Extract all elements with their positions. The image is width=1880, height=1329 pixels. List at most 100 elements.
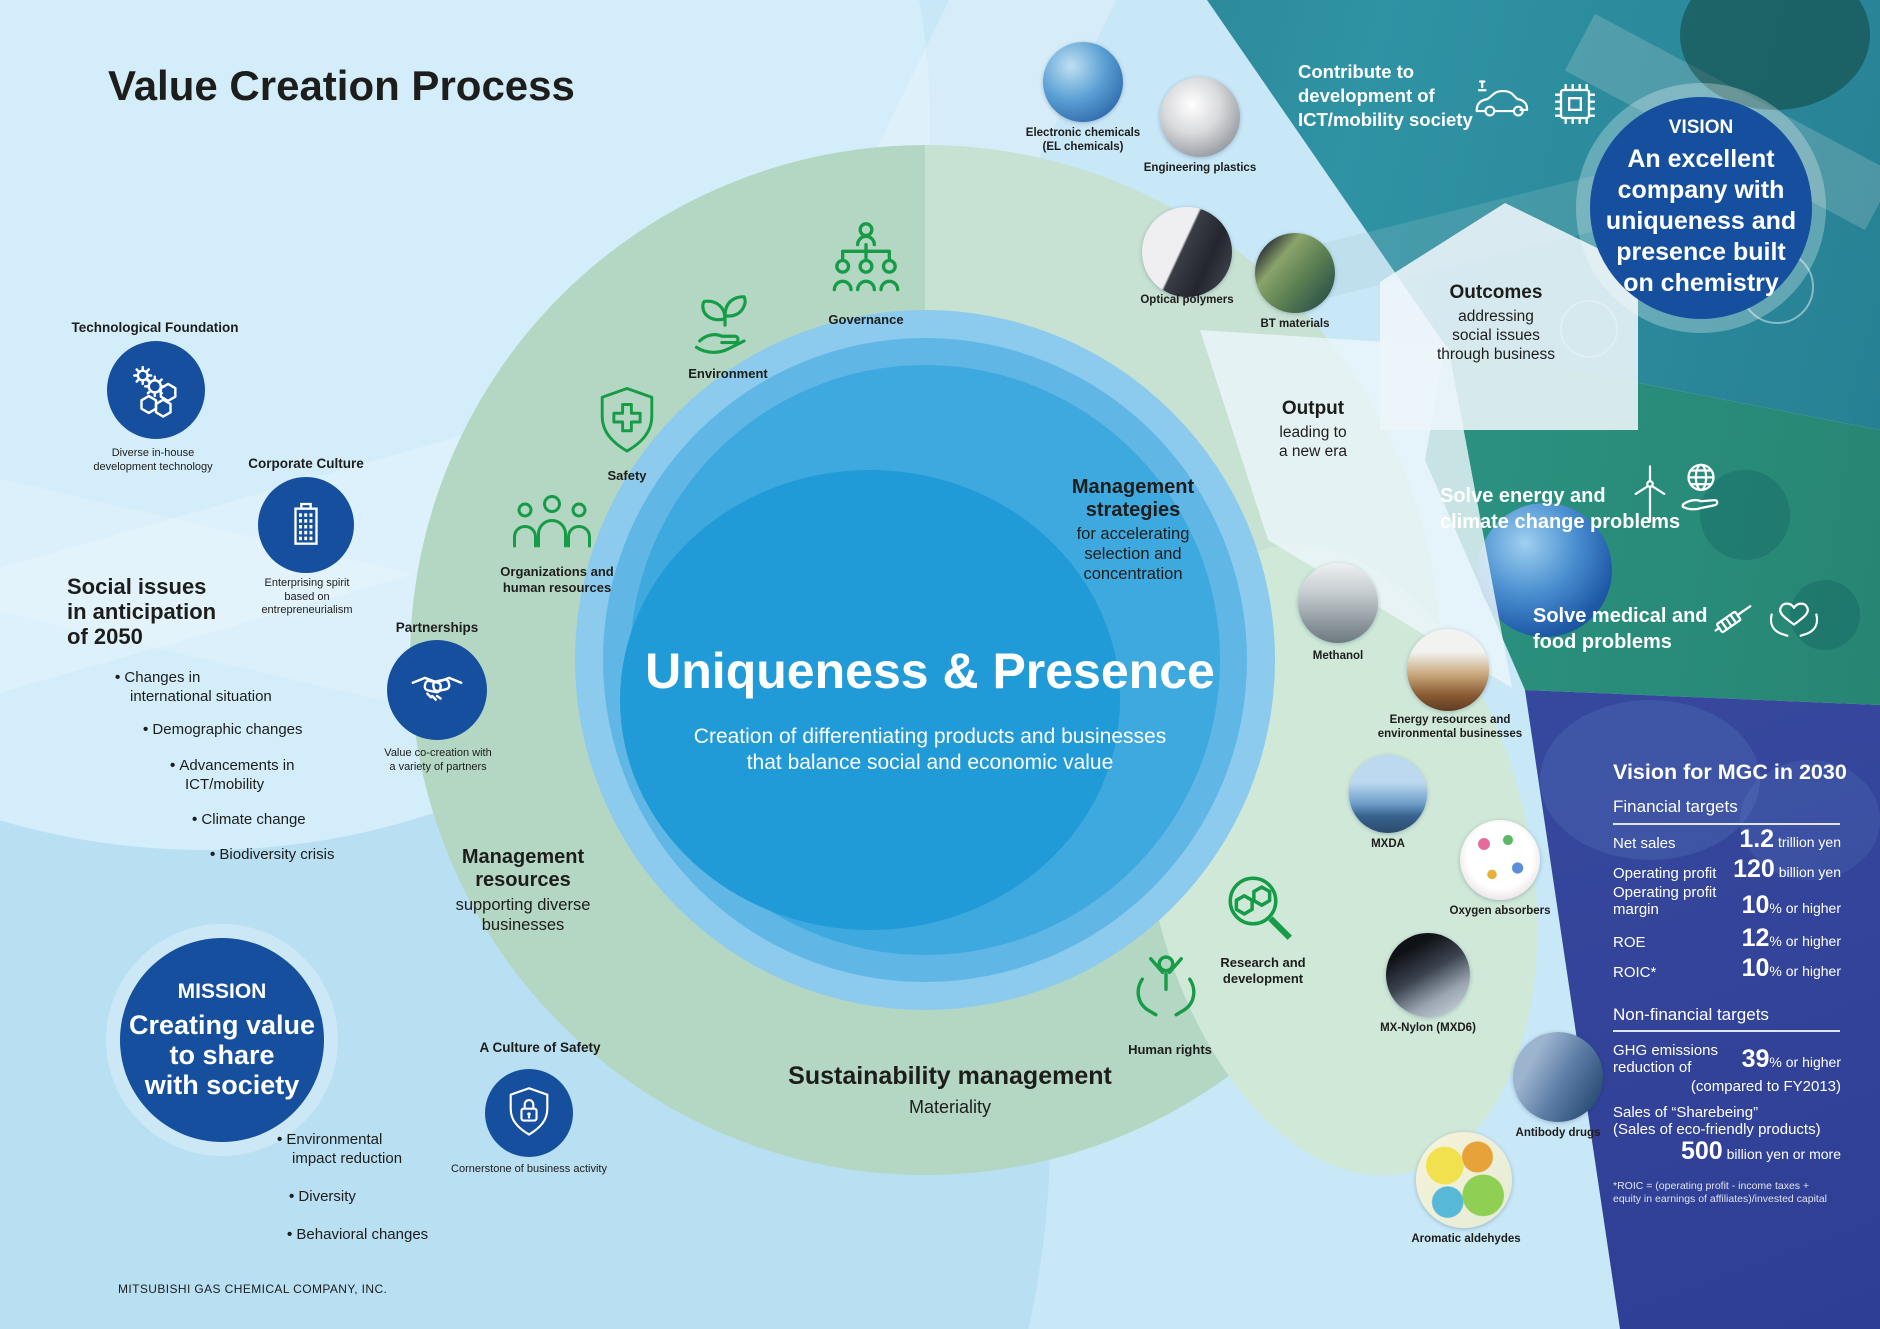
social-issue-item: Changes in international situation <box>115 668 350 706</box>
sharebeing-label: Sales of “Sharebeing” (Sales of eco-frie… <box>1613 1104 1821 1138</box>
financial-row-net-sales: Net sales 1.2 trillion yen <box>1613 825 1841 853</box>
product-photo-oxygen-absorbers <box>1460 820 1540 900</box>
syringe-icon <box>1703 592 1761 646</box>
mission-bullet: Environmental impact reduction <box>277 1130 492 1168</box>
social-issue-item: Demographic changes <box>143 720 378 739</box>
product-photo-electronic-chemicals <box>1043 42 1123 122</box>
mission-label: MISSION <box>177 980 267 1003</box>
management-strategies-title: Management strategies <box>1071 476 1195 521</box>
solve-energy-text: Solve energy and climate change problems <box>1440 485 1681 533</box>
product-caption: Energy resources and environmental busin… <box>1377 714 1523 740</box>
ghg-value: 39% or higher <box>1741 1045 1841 1073</box>
product-caption: Oxygen absorbers <box>1449 905 1551 917</box>
page-title: Value Creation Process <box>108 62 575 109</box>
panel-bokeh <box>1540 700 1760 860</box>
sharebeing-value: 500 billion yen or more <box>1681 1137 1841 1165</box>
metric-label: ROE <box>1613 934 1646 951</box>
center-title: Uniqueness & Presence <box>645 643 1215 699</box>
product-caption: Aromatic aldehydes <box>1411 1233 1521 1245</box>
center-circle-core <box>620 470 1120 930</box>
building-icon <box>278 497 334 553</box>
vision-circle: VISION An excellent company with uniquen… <box>1590 97 1812 319</box>
handshake-icon <box>408 661 466 719</box>
panel-bokeh <box>1740 760 1880 880</box>
tech-foundation-circle <box>107 341 205 439</box>
product-caption: Methanol <box>1312 650 1364 662</box>
partnerships-label: Partnerships <box>395 620 479 635</box>
contribute-text: Contribute to development of ICT/mobilit… <box>1298 61 1473 130</box>
outcomes-title: Outcomes <box>1449 282 1543 303</box>
product-caption: MXDA <box>1371 838 1405 850</box>
product-caption: BT materials <box>1260 318 1330 330</box>
social-issue-item: Climate change <box>192 810 427 829</box>
output-title: Output <box>1281 398 1345 419</box>
ring-label-safety: Safety <box>607 468 647 483</box>
center-subtitle: Creation of differentiating products and… <box>693 725 1167 774</box>
social-issue-item: Advancements in ICT/mobility <box>170 756 405 794</box>
outcomes-subtitle: addressing social issues through busines… <box>1436 308 1556 363</box>
governance-icon <box>826 218 906 298</box>
management-resources-subtitle: supporting diverse businesses <box>455 896 591 934</box>
metric-label: Net sales <box>1613 835 1676 852</box>
ev-car-icon <box>1468 72 1538 126</box>
shield-cross-icon <box>592 383 662 461</box>
divider <box>1613 823 1840 825</box>
product-caption: Engineering plastics <box>1143 162 1257 174</box>
financial-targets-heading: Financial targets <box>1613 797 1738 816</box>
financial-row-roe: ROE 12% or higher <box>1613 926 1841 952</box>
product-caption: Antibody drugs <box>1515 1127 1601 1139</box>
sustainability-title: Sustainability management <box>788 1062 1112 1090</box>
ring-label-governance: Governance <box>828 312 904 327</box>
mission-bullet: Behavioral changes <box>287 1225 522 1244</box>
metric-value: 1.2 trillion yen <box>1739 825 1841 853</box>
ghg-note: (compared to FY2013) <box>1690 1078 1841 1095</box>
management-resources-title: Management resources <box>461 846 585 891</box>
shield-lock-icon <box>503 1085 555 1141</box>
product-photo-aromatic-aldehydes <box>1416 1132 1512 1228</box>
chip-icon <box>1547 76 1603 132</box>
people-group-icon <box>510 492 594 552</box>
product-photo-energy-resources <box>1407 629 1489 711</box>
social-issue-item: Biodiversity crisis <box>210 845 445 864</box>
human-rights-icon <box>1124 952 1208 1030</box>
culture-of-safety-label: A Culture of Safety <box>479 1040 601 1055</box>
gears-hexagons-icon <box>127 361 185 419</box>
product-caption: Electronic chemicals (EL chemicals) <box>1025 127 1141 153</box>
ring-label-organizations: Organizations and human resources <box>500 564 614 595</box>
vision-2030-title: Vision for MGC in 2030 <box>1613 760 1847 784</box>
product-photo-bt-materials <box>1255 233 1335 313</box>
nonfinancial-targets-heading: Non-financial targets <box>1613 1005 1769 1024</box>
corporate-culture-caption: Enterprising spirit based on entrepreneu… <box>261 577 353 616</box>
corporate-culture-circle <box>258 477 354 573</box>
social-issues-heading: Social issues in anticipation of 2050 <box>67 574 217 649</box>
roic-footnote: *ROIC = (operating profit - income taxes… <box>1613 1180 1828 1205</box>
output-subtitle: leading to a new era <box>1278 424 1348 460</box>
metric-value: 10% or higher <box>1741 891 1841 919</box>
ring-label-human-rights: Human rights <box>1128 1042 1212 1057</box>
financial-row-roic: ROIC* 10% or higher <box>1613 956 1841 982</box>
globe-hand-icon <box>1676 460 1726 522</box>
solve-medical-text: Solve medical and food problems <box>1533 605 1708 653</box>
ring-label-rnd: Research and development <box>1220 955 1306 986</box>
tech-foundation-label: Technological Foundation <box>71 320 239 335</box>
partnerships-circle <box>387 640 487 740</box>
bokeh <box>1700 470 1790 560</box>
financial-row-operating-profit: Operating profit 120 billion yen <box>1613 855 1841 883</box>
product-photo-methanol <box>1298 563 1378 643</box>
metric-value: 120 billion yen <box>1733 855 1841 883</box>
metric-label: ROIC* <box>1613 964 1657 981</box>
mission-circle: MISSION Creating value to share with soc… <box>120 938 324 1142</box>
culture-of-safety-caption: Cornerstone of business activity <box>451 1163 607 1175</box>
wind-turbine-icon <box>1628 462 1672 528</box>
vision-label: VISION <box>1668 117 1734 138</box>
mission-text: Creating value to share with society <box>128 1010 316 1100</box>
company-name: MITSUBISHI GAS CHEMICAL COMPANY, INC. <box>118 1282 388 1296</box>
product-photo-antibody-drugs <box>1513 1032 1603 1122</box>
product-photo-optical-polymers <box>1142 207 1232 297</box>
culture-of-safety-circle <box>485 1069 573 1157</box>
product-photo-mx-nylon <box>1386 933 1470 1017</box>
product-caption: Optical polymers <box>1140 294 1234 306</box>
metric-label: Operating profit <box>1613 865 1717 882</box>
product-photo-mxda <box>1349 755 1427 833</box>
